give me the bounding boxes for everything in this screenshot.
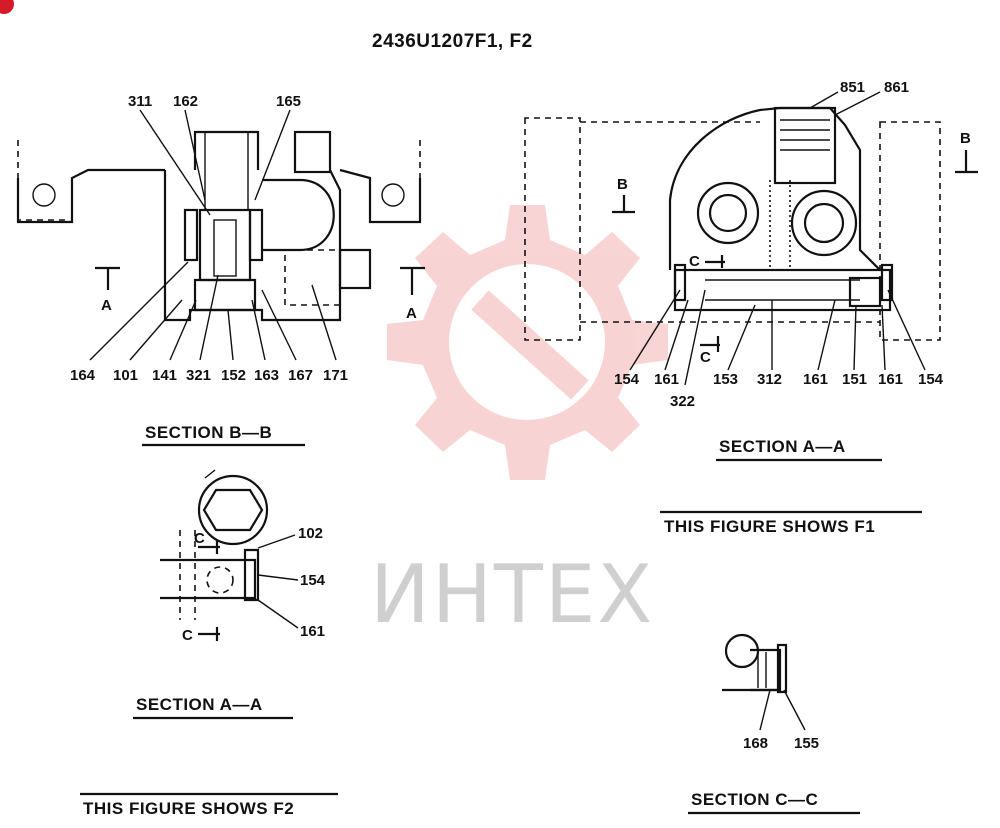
label-165: 165 (276, 93, 301, 110)
section-bb-labels: 311 162 165 164 101 141 321 152 163 167 … (70, 93, 348, 384)
cut-marker-c-bottom: C (700, 349, 711, 366)
label-161-left: 161 (654, 371, 679, 388)
f2-cut-marker-c-bottom: C (182, 627, 193, 644)
drawing-title: 2436U1207F1, F2 (372, 31, 533, 52)
label-168: 168 (743, 735, 768, 752)
label-152: 152 (221, 367, 246, 384)
label-102: 102 (298, 525, 323, 542)
label-311: 311 (128, 93, 152, 110)
section-cc-drawing (722, 633, 806, 731)
section-bb-caption: SECTION B—B (145, 423, 272, 442)
label-312: 312 (757, 371, 782, 388)
section-aa-f2-caption: SECTION A—A (136, 695, 263, 714)
label-154-f2: 154 (300, 572, 326, 589)
section-aa-f2-labels: 102 154 161 (298, 525, 326, 640)
label-161-f2: 161 (300, 623, 325, 640)
label-153: 153 (713, 371, 738, 388)
label-161-right: 161 (878, 371, 903, 388)
label-101: 101 (113, 367, 138, 384)
label-151: 151 (842, 371, 867, 388)
section-aa-f1-labels: 851 861 154 161 322 153 312 161 151 161 … (614, 79, 944, 410)
label-163: 163 (254, 367, 279, 384)
section-cc-labels: 168 155 (743, 735, 819, 752)
label-851: 851 (840, 79, 865, 96)
label-321: 321 (186, 367, 211, 384)
label-154-left: 154 (614, 371, 640, 388)
corner-badge (0, 0, 14, 14)
cut-marker-b-right: B (960, 130, 971, 147)
section-aa-f2-drawing: C C (160, 469, 299, 644)
watermark-text: ИНТЕХ (370, 548, 654, 641)
label-141: 141 (152, 367, 177, 384)
label-164: 164 (70, 367, 96, 384)
watermark-logo (387, 205, 668, 480)
label-162: 162 (173, 93, 198, 110)
f1-shows-label: THIS FIGURE SHOWS F1 (664, 517, 875, 536)
f2-shows-label: THIS FIGURE SHOWS F2 (83, 799, 294, 818)
cut-marker-c-top: C (689, 253, 700, 270)
f2-cut-marker-c-top: C (194, 530, 205, 547)
label-167: 167 (288, 367, 313, 384)
label-154-right: 154 (918, 371, 944, 388)
label-155: 155 (794, 735, 819, 752)
section-cc-caption: SECTION C—C (691, 790, 818, 809)
cut-marker-b-left: B (617, 176, 628, 193)
cut-marker-a-left: A (101, 297, 112, 314)
label-161-mid: 161 (803, 371, 828, 388)
label-171: 171 (323, 367, 348, 384)
label-322: 322 (670, 393, 695, 410)
section-aa-f1-caption: SECTION A—A (719, 437, 846, 456)
section-aa-f1-drawing: B B C C (524, 91, 978, 386)
section-bb-drawing: A A (16, 109, 425, 361)
label-861: 861 (884, 79, 909, 96)
cut-marker-a-right: A (406, 305, 417, 322)
